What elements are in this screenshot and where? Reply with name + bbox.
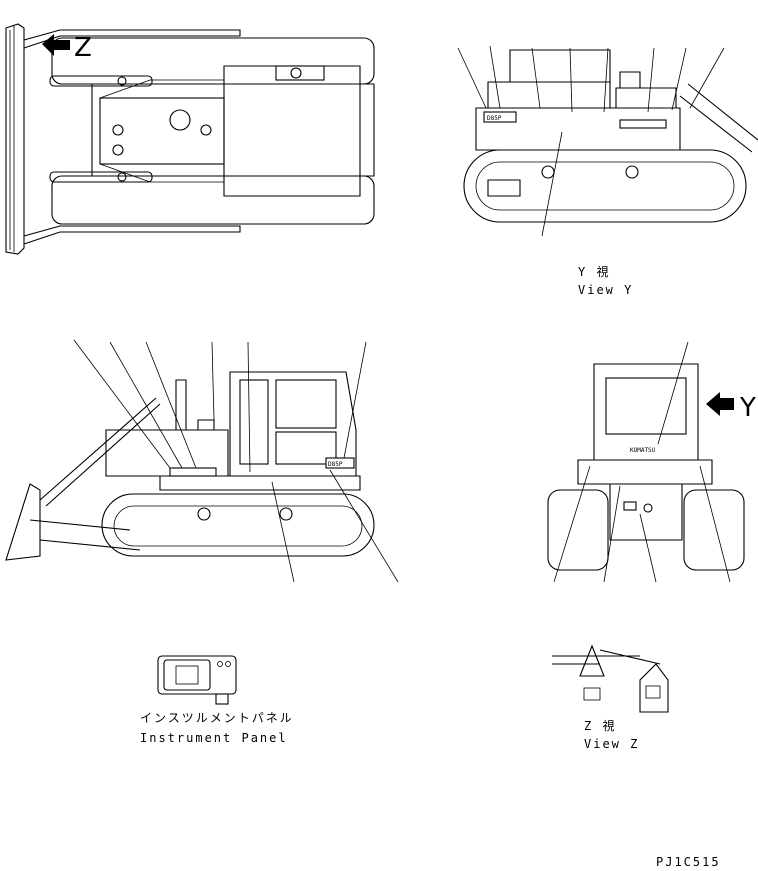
top-view: Z [5,23,375,255]
view-y-caption-jp: Y 視 [578,264,610,279]
view-z-caption-en: View Z [584,737,639,751]
side-view: D85P [5,339,399,583]
arrow-y-label: Y [739,393,756,423]
view-y-caption-en: View Y [578,283,633,297]
panel-caption-en: Instrument Panel [140,731,288,745]
view-y: D85P Y 視 View Y [457,45,758,297]
view-z: Z 視 View Z [552,644,669,751]
panel-caption-jp: インスツルメントパネル [140,711,294,725]
rear-view: KOMATSU Y [547,341,756,583]
view-z-caption-jp: Z 視 [584,718,616,733]
arrow-z-label: Z [74,33,92,63]
side-model-plate: D85P [328,461,343,468]
instrument-panel: インスツルメントパネル Instrument Panel [140,655,294,745]
rear-brand-text: KOMATSU [630,447,656,454]
drawing-code: PJ1C515 [656,855,721,869]
y-model-plate: D85P [487,115,502,122]
